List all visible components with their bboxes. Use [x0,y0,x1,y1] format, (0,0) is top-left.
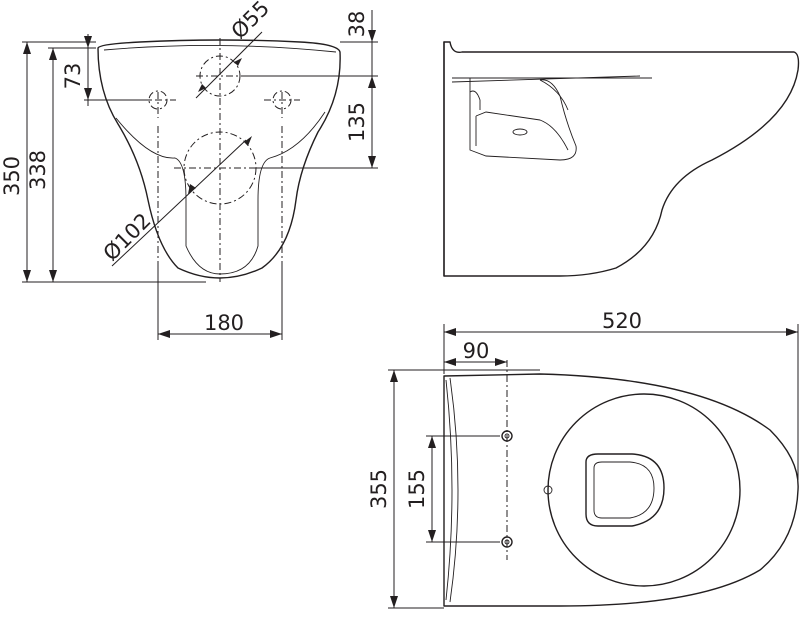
dim-73-label: 73 [61,63,85,90]
dim-338-label: 338 [26,150,50,190]
dim-350-label: 350 [0,156,24,196]
dim-520-label: 520 [602,309,642,333]
dim-355-label: 355 [367,469,391,509]
dim-90-label: 90 [463,339,490,363]
dim-180-label: 180 [204,311,244,335]
dim-155-label: 155 [405,469,429,509]
dim-135-label: 135 [345,102,369,142]
dim-outlet-diameter-label: Ø102 [99,209,156,266]
top-view: 520 90 355 155 [367,309,799,609]
dim-38-label: 38 [345,11,369,38]
side-view [443,41,800,277]
dim-inlet-diameter-label: Ø55 [227,0,275,44]
front-view: 350 338 73 38 135 Ø55 Ø102 180 [0,0,378,340]
